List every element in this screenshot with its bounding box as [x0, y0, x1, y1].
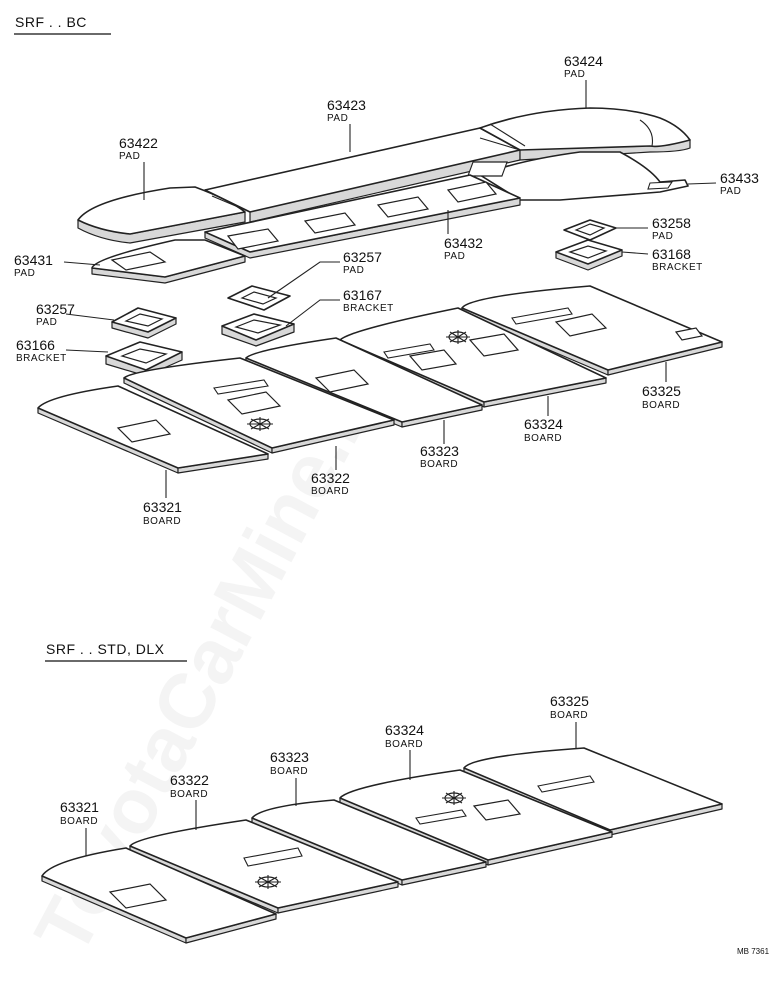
pad-63424	[479, 107, 691, 161]
svg-text:BOARD: BOARD	[170, 789, 208, 800]
svg-text:BOARD: BOARD	[311, 486, 349, 497]
svg-text:63324: 63324	[385, 722, 424, 738]
svg-text:63322: 63322	[170, 772, 209, 788]
svg-text:63431: 63431	[14, 252, 53, 268]
callout-63323-std: 63323 BOARD	[270, 749, 309, 777]
svg-text:63423: 63423	[327, 97, 366, 113]
svg-text:BOARD: BOARD	[385, 739, 423, 750]
leader-lines-std	[85, 722, 577, 856]
callout-63166: 63166 BRACKET	[16, 337, 67, 364]
section-title-std: SRF . . STD, DLX	[45, 641, 187, 662]
callout-63257-lower: 63257 PAD	[36, 301, 75, 328]
board-63322-std	[129, 819, 399, 914]
svg-text:63323: 63323	[420, 443, 459, 459]
svg-text:BRACKET: BRACKET	[652, 262, 703, 273]
svg-text:SRF . . STD, DLX: SRF . . STD, DLX	[46, 641, 165, 657]
board-63321-bc	[37, 385, 269, 474]
svg-text:63166: 63166	[16, 337, 55, 353]
svg-text:PAD: PAD	[564, 69, 585, 80]
callout-63432: 63432 PAD	[444, 235, 483, 262]
svg-text:63325: 63325	[642, 383, 681, 399]
svg-text:63324: 63324	[524, 416, 563, 432]
pad-63257-lower	[111, 307, 177, 339]
svg-text:63257: 63257	[343, 249, 382, 265]
section-title-bc: SRF . . BC	[14, 14, 111, 35]
callout-63433: 63433 PAD	[720, 170, 759, 197]
callout-63431: 63431 PAD	[14, 252, 53, 279]
svg-text:PAD: PAD	[652, 231, 673, 242]
svg-text:BRACKET: BRACKET	[343, 303, 394, 314]
svg-text:63258: 63258	[652, 215, 691, 231]
pad-63258	[563, 219, 617, 241]
svg-text:63257: 63257	[36, 301, 75, 317]
board-63325-bc	[461, 285, 723, 376]
svg-text:BOARD: BOARD	[524, 433, 562, 444]
dome-light-mark-std-2	[255, 875, 281, 889]
callout-63324-bc: 63324 BOARD	[524, 416, 563, 444]
svg-text:63422: 63422	[119, 135, 158, 151]
callout-63322-bc: 63322 BOARD	[311, 470, 350, 497]
callout-63422: 63422 PAD	[119, 135, 158, 162]
callout-63325-bc: 63325 BOARD	[642, 383, 681, 411]
dome-light-mark-bc-1	[446, 330, 470, 344]
svg-text:63321: 63321	[60, 799, 99, 815]
svg-text:63168: 63168	[652, 246, 691, 262]
svg-text:PAD: PAD	[327, 113, 348, 124]
callout-63324-std: 63324 BOARD	[385, 722, 424, 750]
svg-text:63325: 63325	[550, 693, 589, 709]
board-63322-bc	[123, 357, 395, 454]
svg-text:BOARD: BOARD	[642, 400, 680, 411]
svg-text:BRACKET: BRACKET	[16, 353, 67, 364]
pad-63257-upper	[227, 285, 291, 311]
svg-text:BOARD: BOARD	[143, 516, 181, 527]
svg-text:PAD: PAD	[444, 251, 465, 262]
svg-text:BOARD: BOARD	[420, 459, 458, 470]
svg-text:BOARD: BOARD	[270, 766, 308, 777]
callout-63167: 63167 BRACKET	[343, 287, 394, 314]
callout-63321-std: 63321 BOARD	[60, 799, 99, 827]
svg-text:63323: 63323	[270, 749, 309, 765]
callout-63323-bc: 63323 BOARD	[420, 443, 459, 470]
callout-63424: 63424 PAD	[564, 53, 603, 80]
svg-text:63321: 63321	[143, 499, 182, 515]
svg-text:63424: 63424	[564, 53, 603, 69]
bracket-63166	[105, 341, 183, 377]
svg-text:63322: 63322	[311, 470, 350, 486]
bracket-63168	[555, 239, 623, 271]
svg-text:PAD: PAD	[343, 265, 364, 276]
svg-text:PAD: PAD	[14, 268, 35, 279]
leader-lines-bc	[63, 80, 717, 498]
svg-text:BOARD: BOARD	[550, 710, 588, 721]
pad-63431	[91, 239, 246, 284]
callout-63257-upper: 63257 PAD	[343, 249, 382, 276]
callout-63322-std: 63322 BOARD	[170, 772, 209, 800]
callout-63258: 63258 PAD	[652, 215, 691, 242]
callout-63168: 63168 BRACKET	[652, 246, 703, 273]
dome-light-mark-bc-2	[247, 417, 273, 431]
callout-63321-bc: 63321 BOARD	[143, 499, 182, 527]
svg-text:BOARD: BOARD	[60, 816, 98, 827]
svg-text:PAD: PAD	[720, 186, 741, 197]
callout-63423: 63423 PAD	[327, 97, 366, 124]
svg-text:PAD: PAD	[36, 317, 57, 328]
svg-text:SRF . . BC: SRF . . BC	[15, 14, 87, 30]
dome-light-mark-std-1	[442, 791, 466, 805]
svg-text:PAD: PAD	[119, 151, 140, 162]
bracket-63167	[221, 313, 295, 347]
callout-63325-std: 63325 BOARD	[550, 693, 589, 721]
board-63321-std	[41, 847, 277, 944]
diagram-code: MB 7361	[737, 947, 770, 956]
svg-text:63167: 63167	[343, 287, 382, 303]
svg-text:63433: 63433	[720, 170, 759, 186]
pad-63433	[467, 151, 689, 201]
svg-text:63432: 63432	[444, 235, 483, 251]
